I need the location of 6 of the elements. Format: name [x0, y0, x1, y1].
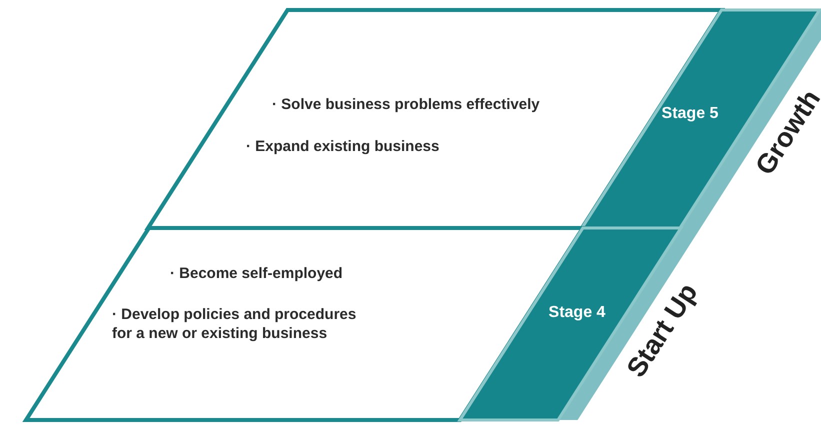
bullet-text: · Become self-employed	[170, 265, 344, 284]
bullet-text: · Develop policies and procedures for a new or existing business	[112, 306, 358, 344]
stage-label: Stage 4	[548, 303, 606, 323]
bullet-text: · Expand existing business	[246, 138, 440, 157]
stage-label: Stage 5	[660, 104, 720, 124]
bullet-text: · Solve business problems effectively	[272, 96, 541, 115]
